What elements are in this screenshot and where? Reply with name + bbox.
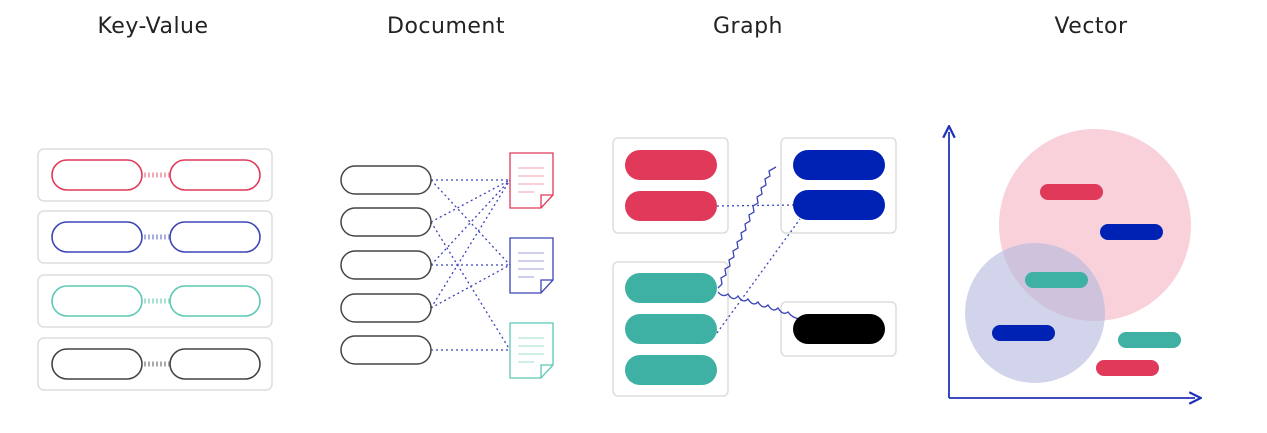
- kv-value-teal: [169, 285, 261, 317]
- document-record: [340, 335, 432, 365]
- document-record: [340, 250, 432, 280]
- vector-point-teal: [1118, 332, 1181, 348]
- key-value-diagram: [37, 148, 273, 391]
- graph-node-red: [625, 191, 717, 221]
- graph-edges: [716, 204, 801, 334]
- kv-pair-black: [37, 337, 273, 391]
- kv-pair-blue: [37, 210, 273, 264]
- kv-value-red: [169, 159, 261, 191]
- graph-node-teal: [625, 273, 717, 303]
- graph-node-red: [625, 150, 717, 180]
- graph-node-blue: [793, 150, 885, 180]
- document-icon: [509, 152, 554, 209]
- graph-node-teal: [625, 355, 717, 385]
- kv-key-blue: [51, 221, 143, 253]
- graph-node-teal: [625, 314, 717, 344]
- kv-value-blue: [169, 221, 261, 253]
- vector-point-red: [1040, 184, 1103, 200]
- kv-key-teal: [51, 285, 143, 317]
- kv-pair-red: [37, 148, 273, 202]
- document-diagram: [340, 152, 554, 379]
- document-record: [340, 165, 432, 195]
- title-vector: Vector: [1054, 14, 1128, 39]
- title-graph: Graph: [713, 14, 783, 39]
- graph-diagram: [612, 137, 897, 397]
- document-links: [430, 179, 511, 351]
- kv-value-black: [169, 348, 261, 380]
- title-document: Document: [387, 14, 505, 39]
- kv-key-red: [51, 159, 143, 191]
- vector-point-red: [1096, 360, 1159, 376]
- vector-diagram: [949, 129, 1195, 398]
- vector-cluster-lavender: [965, 243, 1105, 383]
- kv-key-black: [51, 348, 143, 380]
- graph-node-blue: [793, 190, 885, 220]
- graph-node-black: [793, 314, 885, 344]
- vector-point-blue: [1100, 224, 1163, 240]
- document-record: [340, 293, 432, 323]
- graph-edge-wavy: [717, 166, 777, 289]
- title-key-value: Key-Value: [97, 14, 209, 39]
- document-record: [340, 207, 432, 237]
- kv-pair-teal: [37, 274, 273, 328]
- vector-point-teal: [1025, 272, 1088, 288]
- vector-point-blue: [992, 325, 1055, 341]
- document-icon: [509, 237, 554, 294]
- document-icon: [509, 322, 554, 379]
- graph-edge-wavy: [717, 291, 801, 320]
